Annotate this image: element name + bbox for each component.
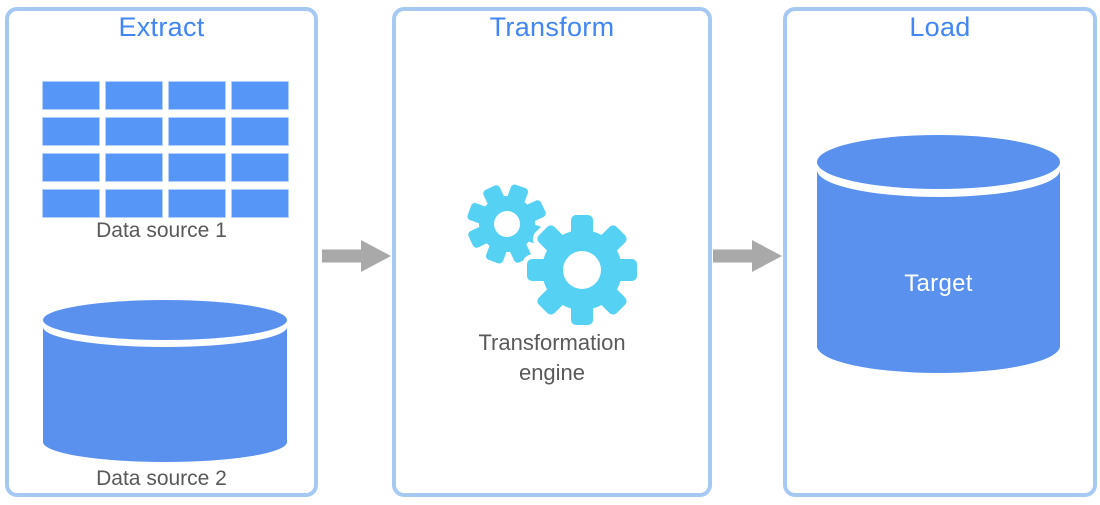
table-cell <box>168 81 226 110</box>
table-cell <box>42 117 100 146</box>
arrow-right-icon <box>713 240 782 272</box>
table-cell <box>168 117 226 146</box>
transformation-engine-label: Transformation engine <box>478 330 626 385</box>
target-label: Target <box>904 270 973 297</box>
table-cell <box>231 81 289 110</box>
transform-panel: Transform <box>392 7 712 497</box>
table-cell <box>105 189 163 218</box>
table-cell <box>231 117 289 146</box>
table-cell <box>231 153 289 182</box>
arrow-right-icon <box>322 240 391 272</box>
gears-icon <box>467 184 640 330</box>
table-cell <box>42 189 100 218</box>
data-source-2-label: Data source 2 <box>96 467 227 490</box>
extract-panel-title: Extract <box>118 12 205 42</box>
load-panel-title: Load <box>909 12 971 42</box>
database-icon <box>43 300 287 462</box>
table-icon <box>42 81 289 218</box>
table-cell <box>42 81 100 110</box>
table-cell <box>231 189 289 218</box>
extract-panel: Extract Data source 1 Data source 2 <box>5 7 318 497</box>
table-cell <box>168 189 226 218</box>
table-cell <box>105 117 163 146</box>
data-source-1-label: Data source 1 <box>96 219 227 242</box>
table-cell <box>168 153 226 182</box>
transform-panel-title: Transform <box>489 12 615 42</box>
table-cell <box>105 81 163 110</box>
database-icon: Target <box>817 135 1060 373</box>
load-panel: Load Target <box>783 7 1097 497</box>
table-cell <box>105 153 163 182</box>
table-cell <box>42 153 100 182</box>
